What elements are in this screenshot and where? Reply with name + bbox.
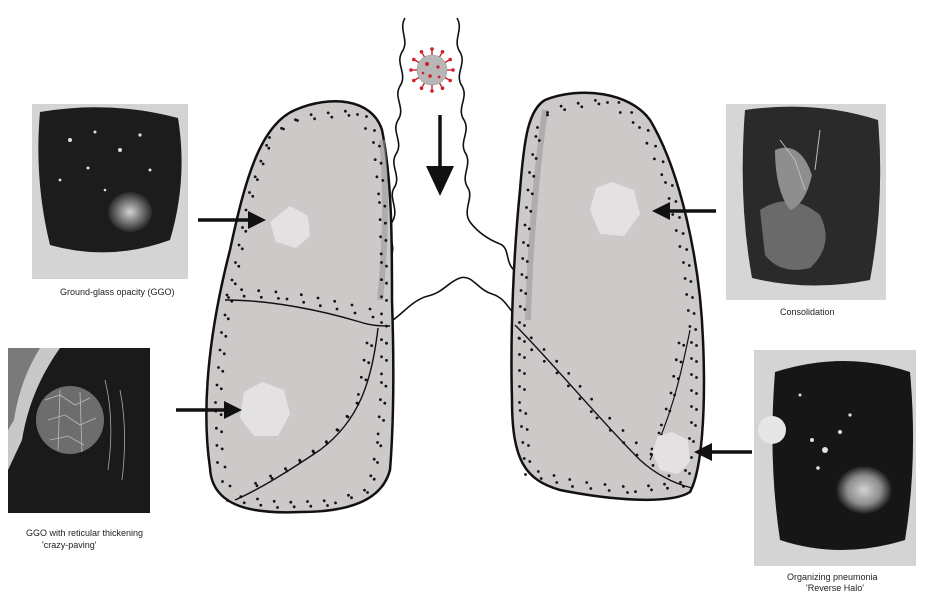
lung-left-in-view <box>206 101 393 512</box>
caption-ggo: Ground-glass opacity (GGO) <box>60 286 175 298</box>
ct-image-consolidation <box>726 104 886 300</box>
ct-image-organizing-pneumonia <box>754 350 916 566</box>
arrow-left-icon-organizing-pneumonia <box>694 443 752 461</box>
ct-image-crazy-paving <box>8 348 150 513</box>
caption-crazy-paving-line1: GGO with reticular thickening <box>26 527 143 539</box>
virus-icon <box>409 47 455 93</box>
arrow-down-icon <box>426 115 454 196</box>
caption-consolidation: Consolidation <box>780 306 835 318</box>
caption-organizing-pneumonia-line2: 'Reverse Halo' <box>806 582 864 594</box>
caption-crazy-paving-line2: 'crazy-paving' <box>42 539 96 551</box>
ct-image-ggo <box>32 104 188 279</box>
